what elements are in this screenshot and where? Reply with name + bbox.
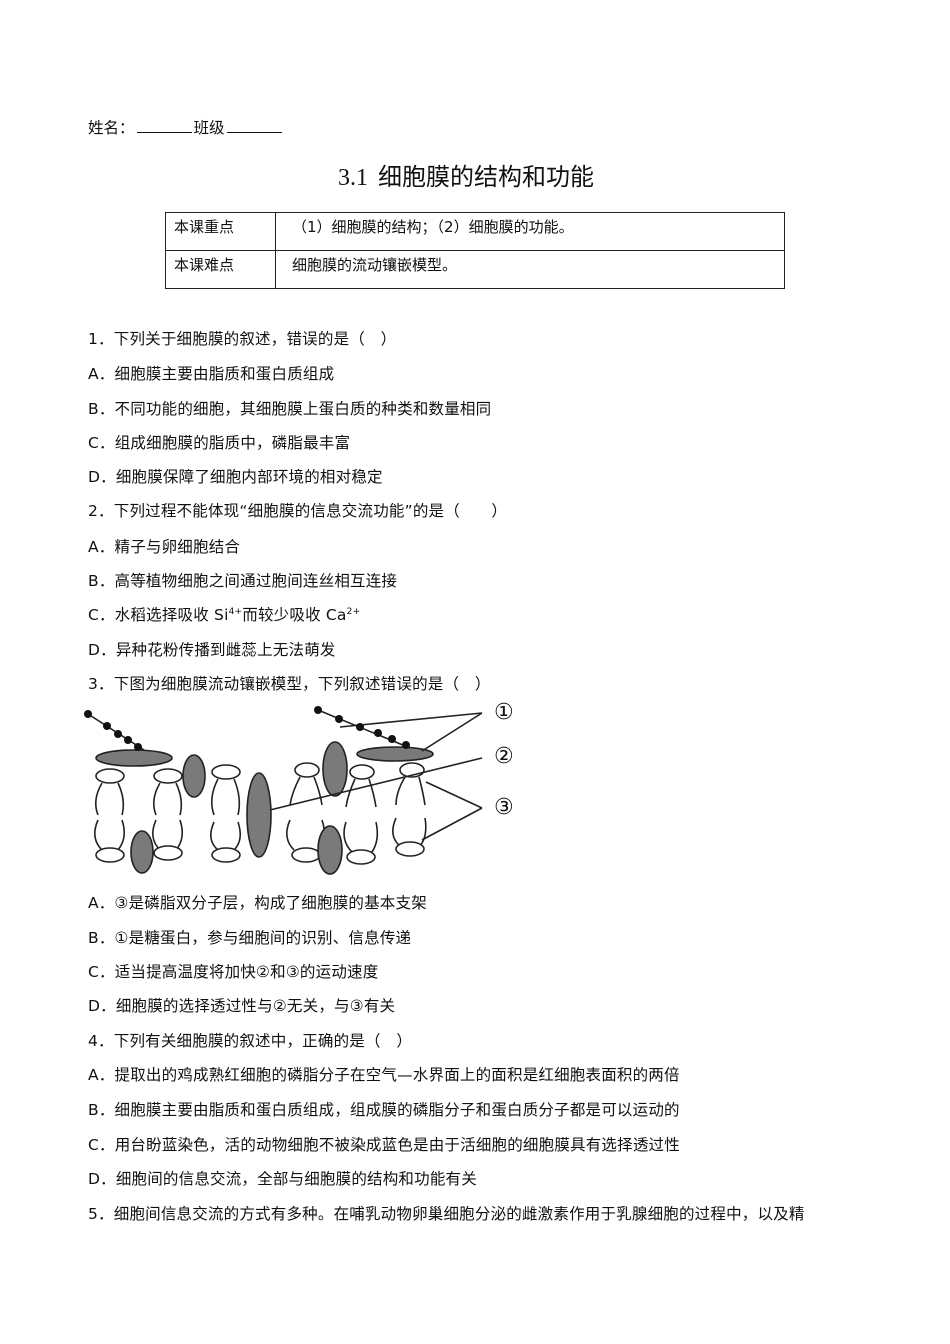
option: A．细胞膜主要由脂质和蛋白质组成 [88,365,335,383]
figure-label-3: ③ [494,795,514,820]
figure-label-2: ② [494,744,514,769]
option: D．细胞膜的选择透过性与②无关，与③有关 [88,997,396,1015]
ion-charge: 4+ [228,606,243,617]
question-stem: 3．下图为细胞膜流动镶嵌模型，下列叙述错误的是（ ） [88,675,491,693]
ion-charge: 2+ [346,606,361,617]
option: C．用台盼蓝染色，活的动物细胞不被染成蓝色是由于活细胞的细胞膜具有选择透过性 [88,1136,680,1154]
option-text: 而较少吸收 Ca [242,606,347,624]
option: B．高等植物细胞之间通过胞间连丝相互连接 [88,572,398,590]
page-title: 3.1 细胞膜的结构和功能 [338,157,594,192]
table-cell-value: （1）细胞膜的结构；（2）细胞膜的功能。 [275,212,785,251]
option: D．细胞间的信息交流，全部与细胞膜的结构和功能有关 [88,1170,477,1188]
question-stem: 1．下列关于细胞膜的叙述，错误的是（ ） [88,330,397,348]
option: C．组成细胞膜的脂质中，磷脂最丰富 [88,434,351,452]
table-cell-value: 细胞膜的流动镶嵌模型。 [275,250,785,289]
table-cell-key: 本课重点 [165,212,276,251]
lesson-focus-table: 本课重点 （1）细胞膜的结构；（2）细胞膜的功能。 本课难点 细胞膜的流动镶嵌模… [165,212,785,289]
option-with-ions: C．水稻选择吸收 Si4+而较少吸收 Ca2+ [88,603,360,625]
class-label: 班级 [193,119,225,137]
name-label: 姓名： [88,119,135,137]
option: A．提取出的鸡成熟红细胞的磷脂分子在空气—水界面上的面积是红细胞表面积的两倍 [88,1066,680,1084]
name-class-row: 姓名： 班级 [88,116,284,138]
option: C．适当提高温度将加快②和③的运动速度 [88,963,379,981]
question-stem: 5．细胞间信息交流的方式有多种。在哺乳动物卵巢细胞分泌的雌激素作用于乳腺细胞的过… [88,1205,805,1223]
option: B．①是糖蛋白，参与细胞间的识别、信息传递 [88,929,412,947]
section-title: 细胞膜的结构和功能 [378,163,594,191]
option: A．精子与卵细胞结合 [88,538,241,556]
option: B．不同功能的细胞，其细胞膜上蛋白质的种类和数量相同 [88,400,492,418]
table-row: 本课难点 细胞膜的流动镶嵌模型。 [165,250,785,289]
class-blank [226,118,282,133]
option: D．细胞膜保障了细胞内部环境的相对稳定 [88,468,383,486]
fluid-mosaic-model-figure: ① ② ③ [82,700,532,875]
question-stem: 2．下列过程不能体现“细胞膜的信息交流功能”的是（ ） [88,502,508,520]
table-cell-key: 本课难点 [165,250,276,289]
question-stem: 4．下列有关细胞膜的叙述中，正确的是（ ） [88,1032,413,1050]
option: A．③是磷脂双分子层，构成了细胞膜的基本支架 [88,894,427,912]
table-row: 本课重点 （1）细胞膜的结构；（2）细胞膜的功能。 [165,212,785,251]
option: D．异种花粉传播到雌蕊上无法萌发 [88,641,336,659]
name-blank [136,118,192,133]
figure-label-1: ① [494,700,514,725]
option: B．细胞膜主要由脂质和蛋白质组成，组成膜的磷脂分子和蛋白质分子都是可以运动的 [88,1101,680,1119]
section-number: 3.1 [338,165,368,191]
option-text: C．水稻选择吸收 Si [88,606,229,624]
